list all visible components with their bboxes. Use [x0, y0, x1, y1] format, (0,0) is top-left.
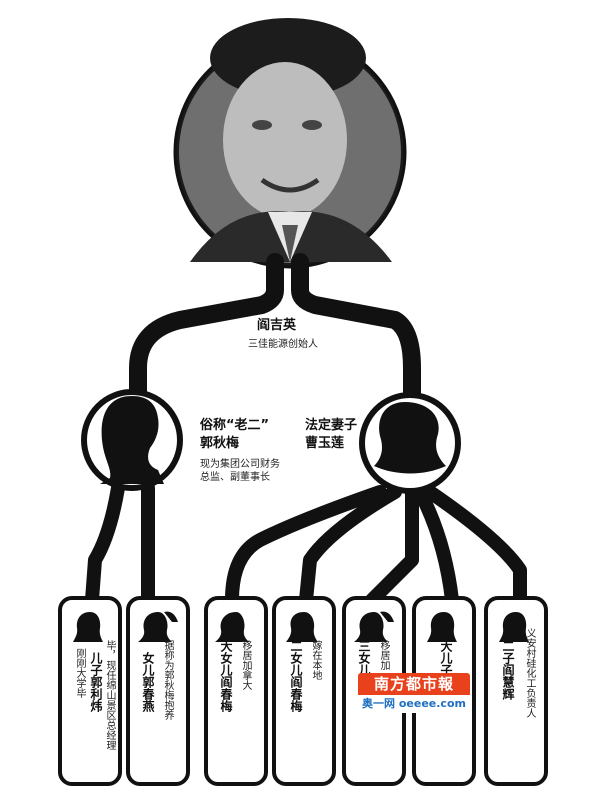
child-6-name: 大儿子: [439, 640, 453, 676]
female-silhouette-icon: [215, 612, 249, 642]
female-silhouette-icon: [138, 611, 178, 642]
portrait-photo: [173, 18, 407, 269]
child-7-note: 义安村硅化工负责人: [524, 628, 535, 718]
child-4-name: 二女儿阎春梅: [289, 640, 303, 712]
male-silhouette-icon: [427, 612, 457, 642]
child-5-note: 移居加: [378, 640, 389, 670]
child-1-name: 儿子郭利炜: [89, 652, 103, 712]
male-silhouette-icon: [499, 612, 529, 642]
child-3-note: 移居加拿大: [240, 640, 251, 690]
spouse-right-portrait: [359, 392, 461, 494]
spouse-right-title: 法定妻子: [305, 418, 358, 433]
child-3-name: 大女儿阎春梅: [219, 640, 233, 712]
root-name: 阎吉英: [257, 318, 297, 333]
spouse-left-note-2: 总监、副董事长: [200, 472, 270, 483]
newspaper-watermark: 南方都市報 奥一网 oeeee.com: [358, 673, 470, 719]
male-silhouette-icon: [73, 612, 103, 642]
spouse-right-name: 曹玉莲: [305, 436, 345, 451]
tree-branches: [85, 253, 527, 607]
root-note: 三佳能源创始人: [248, 339, 318, 350]
watermark-brand: 南方都市報: [358, 673, 470, 695]
female-silhouette-icon: [354, 611, 394, 642]
child-1-note: 毕，现任绵山景区总经理: [104, 640, 115, 750]
child-7-name: 二子阎慧辉: [501, 640, 515, 700]
child-2-note: 据称为郭秋梅抱养: [162, 640, 173, 720]
female-silhouette-icon: [286, 612, 318, 642]
watermark-site: 奥一网 oeeee.com: [358, 695, 470, 713]
child-2-name: 女儿郭春燕: [141, 652, 155, 712]
spouse-left-note-1: 现为集团公司财务: [200, 459, 280, 470]
spouse-left-name: 郭秋梅: [200, 436, 240, 451]
child-1-note2: 刚刚大学毕: [74, 648, 85, 698]
spouse-left-nickname: 俗称“老二”: [200, 418, 270, 433]
child-4-note: 嫁在本地: [310, 640, 321, 680]
spouse-left-portrait: [81, 389, 183, 491]
